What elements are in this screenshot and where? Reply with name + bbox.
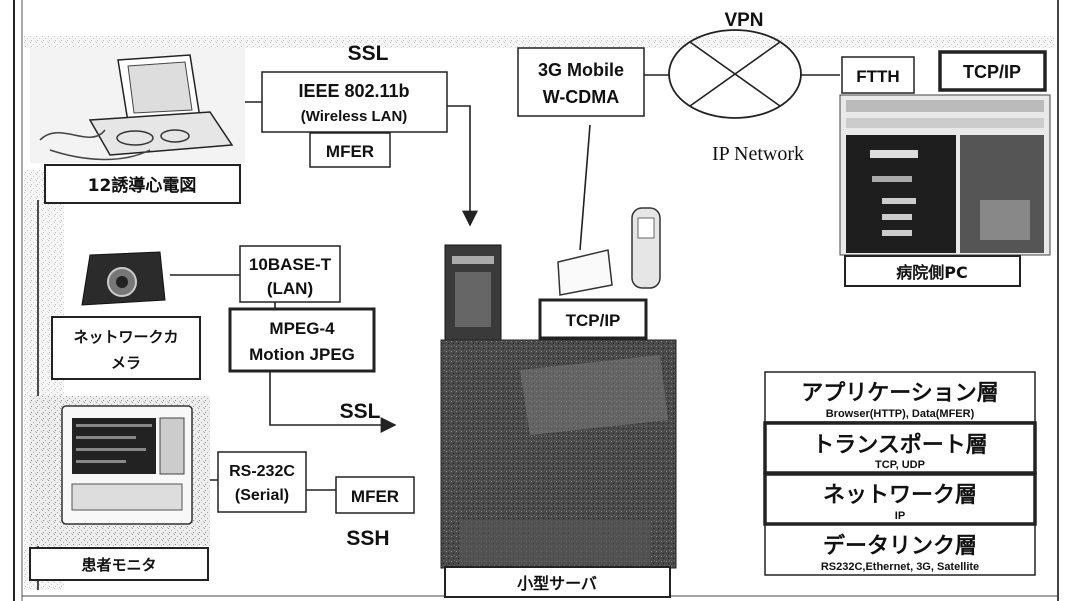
layer-name: アプリケーション層 bbox=[801, 381, 999, 406]
ftth-label: FTTH bbox=[856, 67, 899, 86]
mpeg-line2: Motion JPEG bbox=[249, 345, 355, 364]
lan-line2: (LAN) bbox=[267, 279, 313, 298]
protocol-stack: アプリケーション層 Browser(HTTP), Data(MFER) トランス… bbox=[765, 372, 1035, 575]
wireless-line2: (Wireless LAN) bbox=[301, 108, 408, 125]
mfer-serial-box: MFER bbox=[336, 477, 414, 513]
mobile-line2: W-CDMA bbox=[543, 87, 620, 107]
patient-monitor-illustration bbox=[30, 396, 210, 546]
mfer-wireless-box: MFER bbox=[310, 133, 390, 167]
patient-monitor-label-box: 患者モニタ bbox=[30, 548, 208, 580]
layer-detail: RS232C,Ethernet, 3G, Satellite bbox=[821, 561, 979, 573]
server-tcpip-box: TCP/IP bbox=[540, 300, 646, 338]
layer-detail: TCP, UDP bbox=[875, 459, 925, 471]
protocol-layer-network: ネットワーク層 IP bbox=[765, 474, 1035, 524]
server-label-box: 小型サーバ bbox=[445, 567, 670, 597]
hospital-pc-label: 病院側PC bbox=[896, 263, 967, 282]
layer-detail: IP bbox=[895, 510, 905, 522]
ssl-label-bottom: SSL bbox=[340, 400, 381, 423]
vpn-label: VPN bbox=[724, 10, 763, 31]
ssh-label: SSH bbox=[346, 527, 389, 550]
vpn-cloud: VPN IP Network bbox=[669, 10, 804, 165]
layer-name: データリンク層 bbox=[823, 533, 977, 559]
mpeg-line1: MPEG-4 bbox=[269, 319, 335, 338]
protocol-layer-transport: トランスポート層 TCP, UDP bbox=[765, 423, 1035, 473]
ecg-device-illustration bbox=[30, 48, 245, 163]
patient-monitor-label: 患者モニタ bbox=[81, 556, 156, 574]
layer-detail: Browser(HTTP), Data(MFER) bbox=[826, 408, 975, 420]
camera-label-line2: メラ bbox=[111, 354, 141, 372]
serial-box: RS-232C (Serial) bbox=[218, 452, 306, 512]
lan-line1: 10BASE-T bbox=[249, 255, 332, 274]
hospital-pc-label-box: 病院側PC bbox=[845, 256, 1020, 286]
serial-line1: RS-232C bbox=[229, 463, 295, 480]
camera-label-box: ネットワークカ メラ bbox=[52, 317, 200, 379]
ecg-device-label-box: 12誘導心電図 bbox=[45, 165, 240, 203]
ftth-box: FTTH bbox=[842, 57, 914, 93]
mfer-serial-label: MFER bbox=[351, 487, 399, 506]
wireless-line1: IEEE 802.11b bbox=[298, 81, 409, 101]
hospital-pc-illustration bbox=[840, 95, 1050, 255]
mobile-box: 3G Mobile W-CDMA bbox=[518, 48, 644, 116]
protocol-layer-datalink: データリンク層 RS232C,Ethernet, 3G, Satellite bbox=[765, 525, 1035, 575]
server-tcpip-label: TCP/IP bbox=[566, 311, 621, 330]
camera-label-line1: ネットワークカ bbox=[73, 328, 178, 346]
ip-network-label: IP Network bbox=[712, 143, 804, 165]
serial-line2: (Serial) bbox=[235, 487, 289, 504]
mobile-phone-illustration bbox=[558, 208, 660, 295]
mobile-line1: 3G Mobile bbox=[538, 60, 624, 80]
protocol-layer-application: アプリケーション層 Browser(HTTP), Data(MFER) bbox=[765, 372, 1035, 422]
layer-name: トランスポート層 bbox=[812, 432, 988, 458]
layer-name: ネットワーク層 bbox=[823, 483, 977, 508]
server-label: 小型サーバ bbox=[517, 574, 597, 593]
ssl-label-top: SSL bbox=[348, 42, 389, 65]
ecg-device-label: 12誘導心電図 bbox=[88, 175, 197, 196]
mfer-wireless-label: MFER bbox=[326, 142, 374, 161]
mpeg-box: MPEG-4 Motion JPEG bbox=[230, 309, 374, 371]
lan-box: 10BASE-T (LAN) bbox=[240, 246, 340, 302]
server-illustration bbox=[441, 245, 676, 568]
wireless-lan-box: IEEE 802.11b (Wireless LAN) bbox=[262, 72, 447, 132]
hospital-tcpip-label: TCP/IP bbox=[963, 62, 1021, 82]
network-camera-illustration bbox=[82, 252, 165, 305]
hospital-tcpip-box: TCP/IP bbox=[940, 52, 1045, 90]
